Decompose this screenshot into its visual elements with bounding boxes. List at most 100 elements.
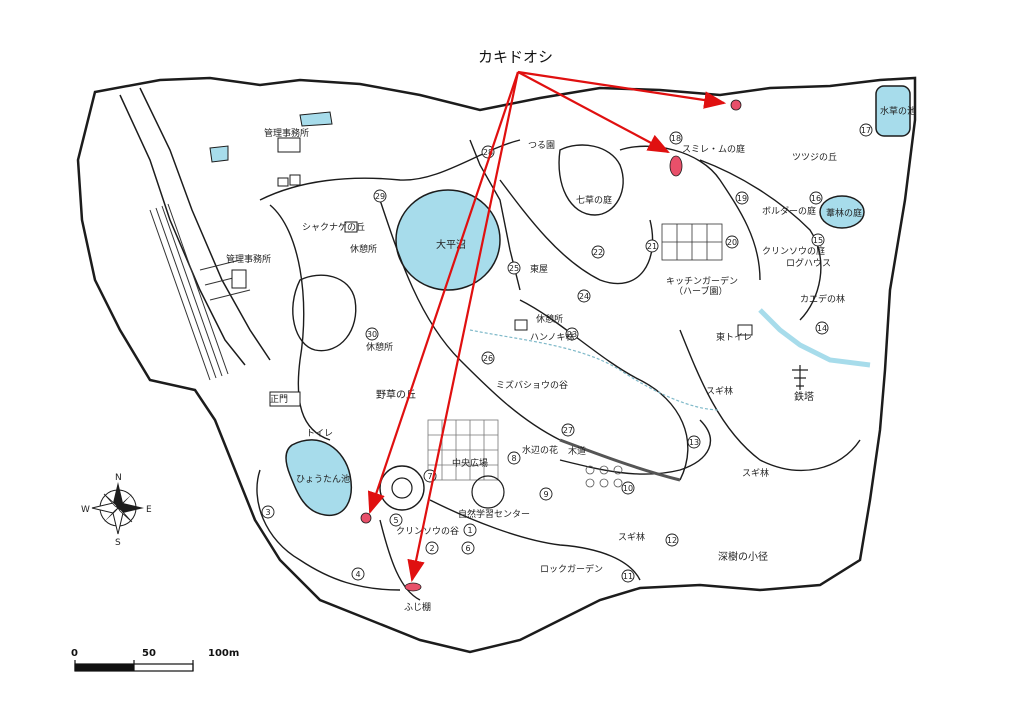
label-tsuru: つる園	[528, 140, 555, 151]
callout-group: カキドオシ	[360, 48, 742, 592]
pond-mizukusa	[875, 85, 911, 137]
trail-marker-21: 21	[645, 239, 659, 253]
label-office-2: 管理事務所	[264, 127, 309, 139]
label-yasou: 野草の丘	[376, 389, 416, 401]
valley-stream	[469, 329, 721, 411]
callout-arrow-sumire	[517, 71, 670, 154]
trail-marker-25: 25	[507, 261, 521, 275]
trail-number-text: 5	[393, 516, 398, 525]
label-pylon: 鉄塔	[794, 390, 814, 403]
label-sugi-3: スギ林	[618, 531, 645, 543]
trail-number-text: 2	[429, 544, 434, 553]
callout-arrow-fuji	[407, 71, 520, 583]
buildings	[231, 137, 753, 407]
trail-number-text: 23	[567, 330, 577, 339]
marker-pond	[360, 512, 372, 524]
trail-number-text: 10	[623, 484, 633, 493]
trail-number-text: 22	[593, 248, 603, 257]
trail-number-text: 8	[511, 454, 516, 463]
trail-marker-4: 4	[351, 567, 365, 581]
trail-number-text: 7	[427, 472, 432, 481]
entrance-road-edge	[139, 87, 271, 361]
label-rest-2: 休憩所	[366, 341, 393, 353]
entrance-road	[119, 94, 246, 366]
trail-number-markers: 1234567891011121314151617181920212223242…	[261, 123, 873, 583]
label-sumire: スミレ・ムの庭	[682, 143, 745, 155]
trail-number-text: 14	[817, 324, 827, 333]
label-toilet: トイレ	[306, 429, 333, 439]
trail-marker-30: 30	[365, 327, 379, 341]
label-sugi-2: スギ林	[742, 467, 769, 479]
trail-marker-3: 3	[261, 505, 275, 519]
trail-marker-26: 26	[481, 351, 495, 365]
trail-network	[256, 139, 861, 601]
label-shinju: 深樹の小径	[718, 550, 768, 563]
trail-marker-13: 13	[687, 435, 701, 449]
pond-yoshi	[819, 195, 865, 229]
pond-small-w	[209, 145, 229, 163]
label-central-plaza: 中央広場	[452, 457, 488, 469]
trail-marker-9: 9	[539, 487, 553, 501]
label-hannoki: ハンノキ林	[530, 331, 575, 343]
scale-label-50: 50	[142, 648, 156, 659]
label-office: 管理事務所	[226, 253, 271, 265]
trail-number-text: 12	[667, 536, 677, 545]
label-rest-3: 休憩所	[536, 313, 563, 325]
label-kurinsou-valley: クリンソウの谷	[396, 526, 459, 537]
label-hyoutan-pond: ひょうたん池	[296, 473, 350, 485]
compass-w: W	[81, 505, 90, 515]
trail-marker-22: 22	[591, 245, 605, 259]
label-kaede: カエデの林	[800, 293, 845, 305]
garden-boundary	[76, 76, 917, 654]
trail-marker-16: 16	[809, 191, 823, 205]
label-mizube: 水辺の花	[522, 444, 558, 456]
pond-ohira	[395, 189, 501, 291]
trail-marker-12: 12	[665, 533, 679, 547]
label-log-house: ログハウス	[786, 257, 831, 269]
trail-number-text: 28	[483, 148, 493, 157]
trail-marker-20: 20	[725, 235, 739, 249]
trail-marker-19: 19	[735, 191, 749, 205]
label-sugi-1: スギ林	[706, 385, 733, 397]
trail-number-text: 15	[813, 236, 823, 245]
trail-marker-29: 29	[373, 189, 387, 203]
parking-stripes	[149, 203, 251, 381]
trail-number-text: 13	[689, 438, 699, 447]
trail-number-text: 6	[465, 544, 470, 553]
trail-number-text: 16	[811, 194, 821, 203]
trail-marker-27: 27	[561, 423, 575, 437]
callout-arrow-pond	[367, 71, 520, 515]
label-nature-center: 自然学習センター	[458, 508, 530, 520]
pond-hyoutan	[285, 439, 352, 516]
label-kurinsou-garden: クリンソウの庭	[762, 245, 825, 257]
trail-number-text: 4	[355, 570, 360, 579]
label-mizubashou-valley: ミズバショウの谷	[496, 379, 568, 391]
label-rest-1: 休憩所	[350, 243, 377, 255]
label-yoshi: 葦林の庭	[826, 207, 862, 219]
trail-number-text: 24	[579, 292, 589, 301]
trail-marker-2: 2	[425, 541, 439, 555]
scale-bar: 0 50 100m	[71, 648, 239, 672]
compass-s: S	[115, 538, 121, 548]
boardwalk	[559, 438, 681, 482]
trail-number-text: 25	[509, 264, 519, 273]
trail-marker-6: 6	[461, 541, 475, 555]
label-east-toilet: 東トイレ	[716, 331, 752, 343]
label-herb2: （ハーブ園）	[674, 285, 727, 297]
area-labels: つる園 七草の庭 スミレ・ムの庭 ツツジの丘 水草の池 ボルダーの庭 葦林の庭 …	[226, 105, 916, 613]
marker-fuji	[404, 582, 422, 592]
compass-n: N	[115, 473, 122, 483]
hedge-dots	[585, 465, 623, 488]
trail-marker-1: 1	[463, 523, 477, 537]
nature-center-fan	[471, 475, 505, 509]
trail-number-text: 26	[483, 354, 493, 363]
pond-small-nw	[299, 111, 333, 127]
trail-marker-8: 8	[507, 451, 521, 465]
trail-number-text: 20	[727, 238, 737, 247]
label-rock-garden: ロックガーデン	[540, 563, 603, 575]
trail-marker-18: 18	[669, 131, 683, 145]
trail-number-text: 21	[647, 242, 657, 251]
trail-number-text: 29	[375, 192, 385, 201]
trail-number-text: 11	[623, 572, 633, 581]
